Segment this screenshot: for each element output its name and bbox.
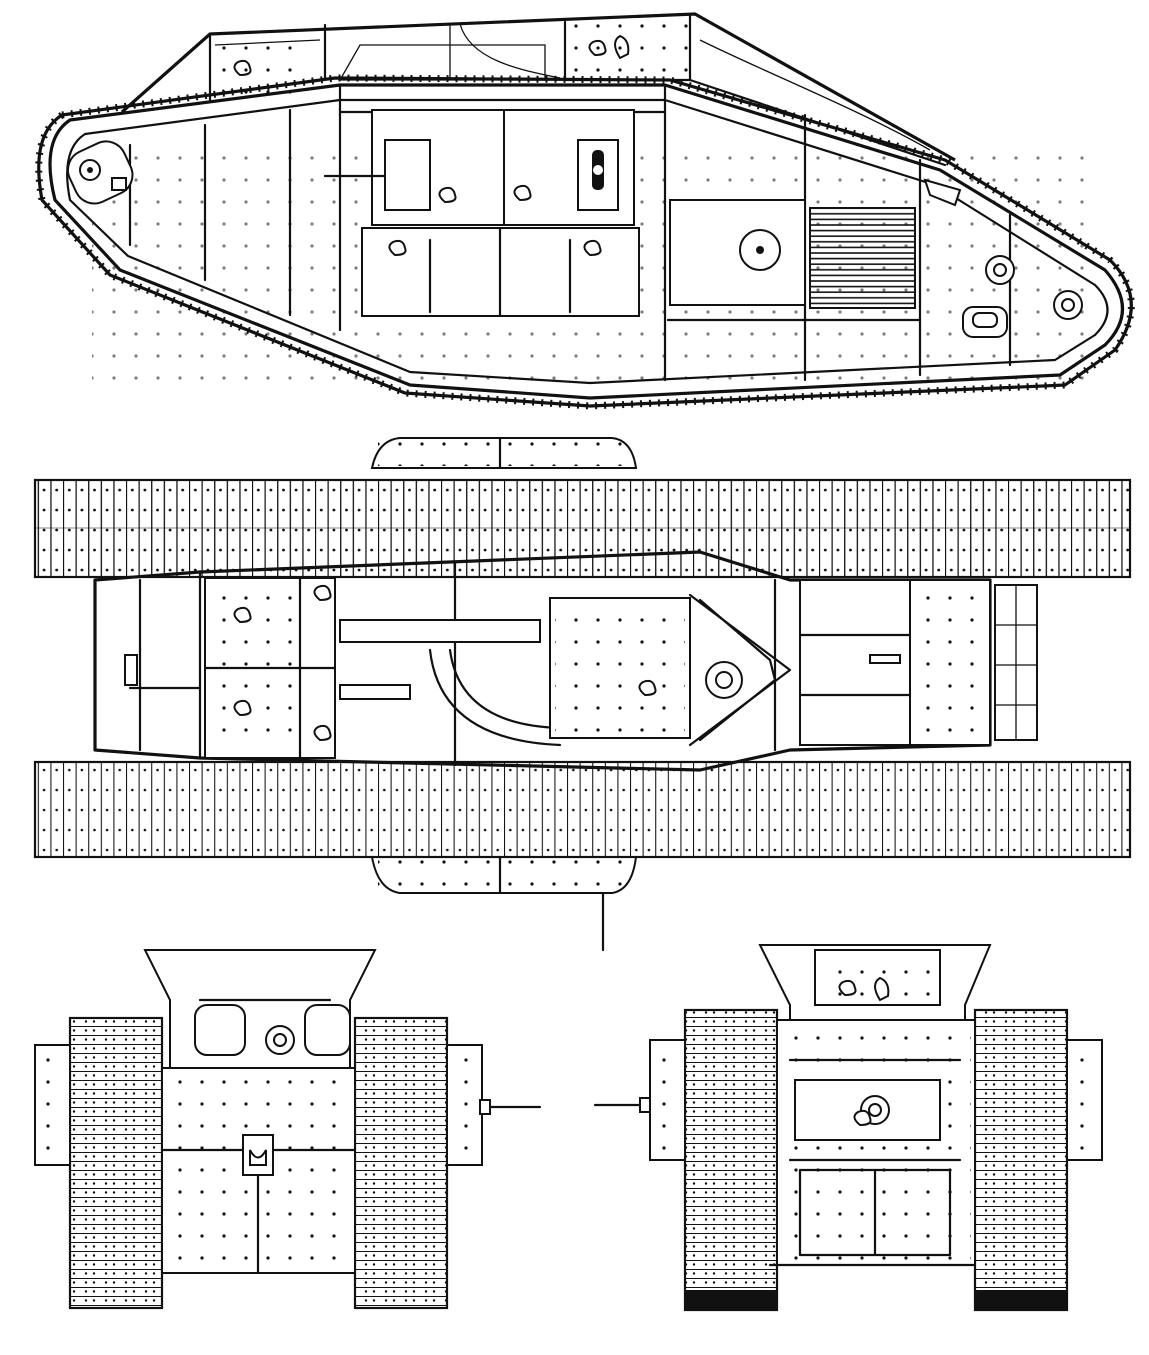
rear-track-left [68,1016,164,1310]
plan-track-right [33,760,1132,859]
front-track-right [973,1008,1069,1312]
hull-body [48,83,1125,400]
plan-view [33,436,1132,952]
rear-elevation-view [34,949,542,1310]
front-track-left [683,1008,779,1312]
rear-track-right [353,1016,449,1310]
side-track [35,74,1135,410]
side-elevation-view [35,12,1135,410]
front-elevation-view [593,944,1103,1312]
